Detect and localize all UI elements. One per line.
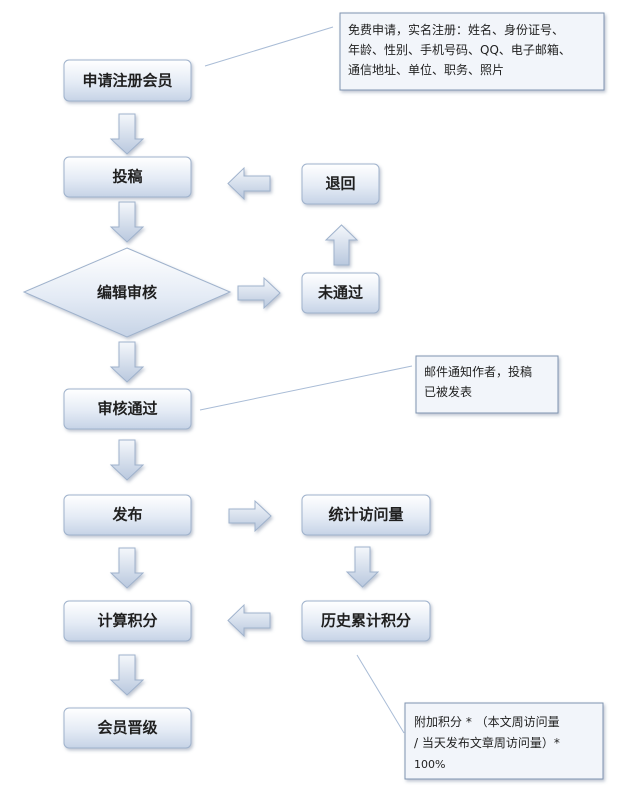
node-submit-label: 投稿 bbox=[112, 168, 142, 186]
arrow-down-register-submit bbox=[109, 113, 145, 155]
note-register-line-1: 免费申请，实名注册：姓名、身份证号、 bbox=[348, 22, 564, 37]
node-approved-label: 审核通过 bbox=[97, 400, 157, 418]
note-approved-line-1: 邮件通知作者，投稿 bbox=[424, 364, 532, 379]
node-submit-box bbox=[63, 156, 192, 198]
arrow-down-stats-history bbox=[345, 546, 380, 588]
node-stats-label: 统计访问量 bbox=[328, 506, 403, 524]
arrow-down-submit-review bbox=[109, 201, 145, 243]
node-returned-label: 退回 bbox=[325, 175, 355, 193]
node-upgrade-box bbox=[63, 707, 192, 749]
node-history-label: 历史累计积分 bbox=[321, 612, 411, 630]
node-approved-box bbox=[63, 388, 192, 430]
node-stats-box bbox=[301, 494, 431, 536]
node-register-label: 申请注册会员 bbox=[82, 72, 172, 90]
note-connector-approved bbox=[199, 365, 413, 411]
note-connector-register bbox=[204, 26, 334, 67]
arrow-down-points-upgrade bbox=[109, 654, 145, 696]
note-history-box bbox=[404, 702, 604, 780]
note-approved-line-2: 已被发表 bbox=[424, 384, 472, 399]
node-points-box bbox=[63, 600, 192, 642]
node-points-label: 计算积分 bbox=[97, 612, 157, 630]
arrow-down-approved-publish bbox=[109, 439, 145, 481]
note-history-line-2: / 当天发布文章周访问量）* bbox=[414, 735, 560, 750]
node-rejected-box bbox=[301, 272, 380, 314]
node-rejected-label: 未通过 bbox=[317, 284, 363, 302]
arrow-left-returned-submit bbox=[227, 166, 271, 201]
node-register-box bbox=[63, 59, 192, 102]
note-approved-box bbox=[415, 355, 559, 414]
note-register-line-2: 年龄、性别、手机号码、QQ、电子邮箱、 bbox=[348, 42, 571, 57]
arrow-down-review-approved bbox=[109, 341, 145, 383]
note-register-line-3: 通信地址、单位、职务、照片 bbox=[348, 62, 504, 77]
node-publish-label: 发布 bbox=[111, 506, 142, 524]
node-history-box bbox=[301, 600, 431, 642]
note-history-line-3: 100% bbox=[414, 758, 445, 771]
arrow-right-publish-stats bbox=[228, 499, 272, 533]
arrow-left-history-points bbox=[227, 603, 271, 638]
node-publish-box bbox=[63, 494, 192, 536]
arrow-down-publish-points bbox=[109, 547, 145, 589]
node-review-diamond bbox=[22, 247, 232, 338]
note-register-box bbox=[339, 12, 605, 91]
node-returned-box bbox=[301, 163, 380, 205]
note-connector-history bbox=[356, 654, 405, 734]
note-history-line-1: 附加积分 * （本文周访问量 bbox=[414, 714, 560, 729]
arrow-right-review-rejected bbox=[237, 276, 281, 310]
node-review-label: 编辑审核 bbox=[97, 284, 157, 302]
node-upgrade-label: 会员晋级 bbox=[97, 719, 158, 737]
arrow-up-rejected-returned bbox=[324, 224, 359, 266]
